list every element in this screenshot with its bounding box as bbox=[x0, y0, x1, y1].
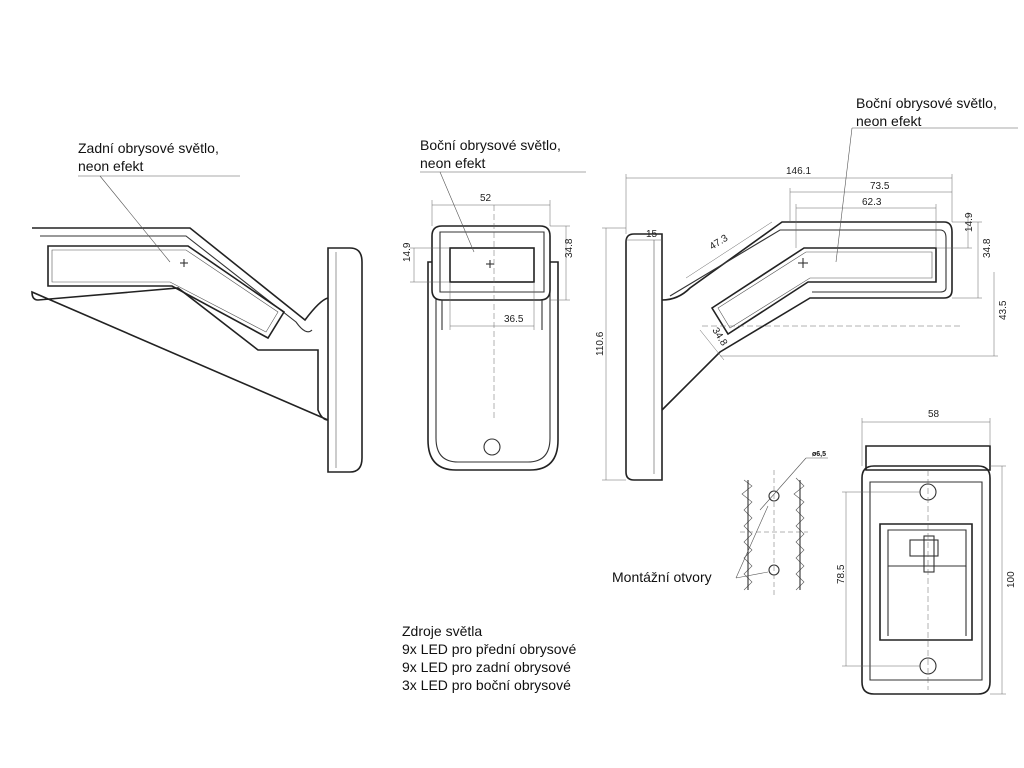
side-light-right-label-line1: Boční obrysové světlo, bbox=[856, 95, 997, 111]
light-sources-item-2: 9x LED pro zadní obrysové bbox=[402, 659, 571, 675]
dim-side-diag-height: 34.8 bbox=[709, 326, 729, 349]
side-light-front-label-line2: neon efekt bbox=[420, 155, 485, 171]
dim-side-overall-length: 146.1 bbox=[786, 166, 811, 177]
dim-side-body-height: 34.8 bbox=[982, 238, 993, 258]
dim-side-upper-length: 73.5 bbox=[870, 181, 890, 192]
rear-view: Zadní obrysové světlo, neon efekt bbox=[31, 140, 363, 473]
dim-base-height: 100 bbox=[1006, 571, 1017, 588]
dim-front-width: 52 bbox=[480, 193, 492, 204]
dim-base-width: 58 bbox=[928, 409, 940, 420]
side-light-right-label-line2: neon efekt bbox=[856, 113, 921, 129]
mounting-holes-detail: ø6,5 Montážní otvory bbox=[612, 451, 828, 596]
dim-front-body-height: 34.8 bbox=[564, 238, 575, 258]
rear-light-label-line1: Zadní obrysové světlo, bbox=[78, 140, 219, 156]
front-view: 52 14.9 34.8 36.5 Boční obrysové světlo,… bbox=[402, 137, 586, 471]
dim-side-total-height: 43.5 bbox=[998, 300, 1009, 320]
side-light-front-label-line1: Boční obrysové světlo, bbox=[420, 137, 561, 153]
dim-side-diag-length: 47.3 bbox=[708, 233, 731, 253]
dim-front-lens-height: 14.9 bbox=[402, 242, 413, 262]
light-sources-heading: Zdroje světla bbox=[402, 623, 482, 639]
dim-side-lens-length: 62.3 bbox=[862, 197, 882, 208]
light-sources-block: Zdroje světla 9x LED pro přední obrysové… bbox=[402, 623, 577, 693]
rear-light-label-line2: neon efekt bbox=[78, 158, 143, 174]
dim-overall-height: 110.6 bbox=[595, 331, 606, 356]
mounting-holes-label: Montážní otvory bbox=[612, 569, 712, 585]
dim-side-offset: 15 bbox=[646, 229, 658, 240]
light-sources-item-1: 9x LED pro přední obrysové bbox=[402, 641, 577, 657]
light-sources-item-3: 3x LED pro boční obrysové bbox=[402, 677, 571, 693]
dim-hole-spacing: 78.5 bbox=[836, 564, 847, 584]
dim-front-lens-width: 36.5 bbox=[504, 314, 524, 325]
base-view: 58 78.5 100 bbox=[836, 409, 1017, 695]
hole-diameter-label: ø6,5 bbox=[812, 451, 826, 458]
